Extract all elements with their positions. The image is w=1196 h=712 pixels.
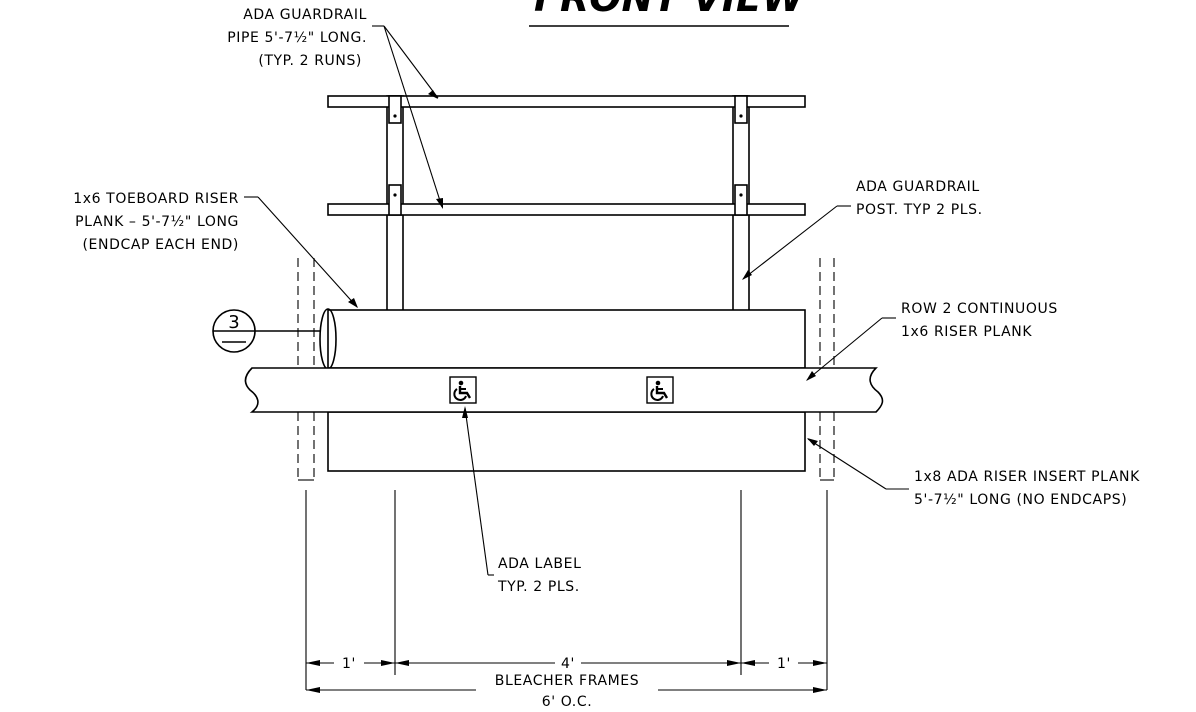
svg-text:(TYP. 2 RUNS): (TYP. 2 RUNS) (258, 53, 362, 69)
svg-text:POST. TYP 2 PLS.: POST. TYP 2 PLS. (856, 202, 983, 218)
svg-text:ROW 2 CONTINUOUS: ROW 2 CONTINUOUS (901, 301, 1058, 317)
svg-text:ADA GUARDRAIL: ADA GUARDRAIL (856, 179, 980, 195)
svg-text:1x8 ADA RISER INSERT PLANK: 1x8 ADA RISER INSERT PLANK (914, 469, 1140, 485)
svg-text:PIPE 5'-7½" LONG.: PIPE 5'-7½" LONG. (227, 30, 367, 46)
svg-text:1x6 TOEBOARD RISER: 1x6 TOEBOARD RISER (73, 191, 239, 207)
left-bleacher-frame (297, 258, 315, 481)
note-toeboard-riser-plank: 1x6 TOEBOARD RISER PLANK – 5'-7½" LONG (… (73, 191, 358, 308)
svg-text:PLANK – 5'-7½" LONG: PLANK – 5'-7½" LONG (75, 214, 239, 230)
svg-text:1x6 RISER PLANK: 1x6 RISER PLANK (901, 324, 1032, 340)
dimension-extension-lines (305, 490, 828, 690)
svg-text:ADA GUARDRAIL: ADA GUARDRAIL (243, 7, 367, 23)
note-ada-insert-plank: 1x8 ADA RISER INSERT PLANK 5'-7½" LONG (… (807, 438, 1140, 508)
dimension-row: 1' 4' 1' (306, 656, 827, 672)
svg-text:(ENDCAP EACH END): (ENDCAP EACH END) (83, 237, 240, 253)
post-clamps (388, 95, 748, 216)
wheelchair-accessible-icon (645, 375, 675, 405)
section-callout-3: 3 (212, 309, 320, 353)
toeboard-riser-plank (327, 309, 806, 369)
section-number: 3 (228, 312, 239, 333)
row2-continuous-riser-plank (244, 367, 884, 413)
wheelchair-accessible-icon (448, 375, 478, 405)
dimension-left-gap: 1' (342, 656, 356, 672)
dimension-overall: BLEACHER FRAMES 6' O.C. (306, 673, 827, 710)
note-guardrail-post: ADA GUARDRAIL POST. TYP 2 PLS. (742, 179, 983, 280)
right-bleacher-frame (819, 258, 835, 481)
dimension-right-gap: 1' (777, 656, 791, 672)
note-row2-riser-plank: ROW 2 CONTINUOUS 1x6 RISER PLANK (806, 301, 1058, 381)
drawing-title: FRONT VIEW (534, 0, 806, 20)
svg-text:ADA LABEL: ADA LABEL (498, 556, 582, 572)
dimension-middle: 4' (561, 656, 575, 672)
upper-guardrail-pipe (327, 95, 806, 108)
dimension-overall-label: BLEACHER FRAMES (495, 673, 640, 689)
note-guardrail-pipe: ADA GUARDRAIL PIPE 5'-7½" LONG. (TYP. 2 … (227, 7, 443, 209)
note-ada-label: ADA LABEL TYP. 2 PLS. (462, 406, 582, 595)
ada-riser-insert-plank (327, 411, 806, 472)
svg-text:TYP. 2 PLS.: TYP. 2 PLS. (497, 579, 580, 595)
dimension-overall-value: 6' O.C. (542, 694, 593, 710)
lower-guardrail-pipe (327, 203, 806, 216)
svg-text:5'-7½" LONG (NO ENDCAPS): 5'-7½" LONG (NO ENDCAPS) (914, 492, 1127, 508)
